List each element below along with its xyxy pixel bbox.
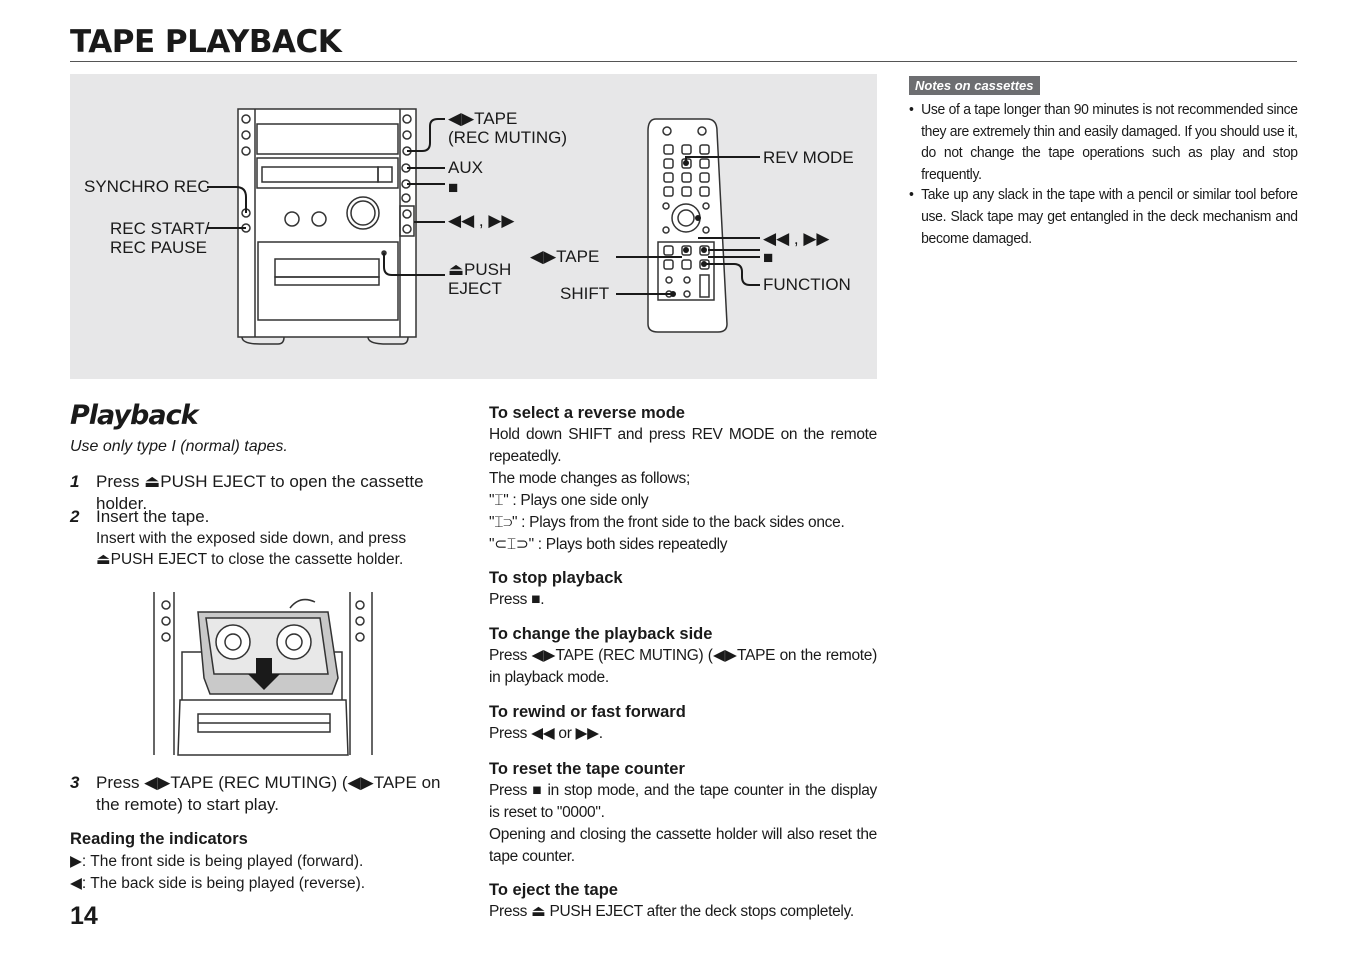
indicator-reverse: ◀: The back side is being played (revers… — [70, 875, 366, 892]
step-2: 2 Insert the tape. Insert with the expos… — [70, 506, 460, 570]
label-tape-rec-muting: ◀▶TAPE(REC MUTING) — [448, 109, 567, 147]
label-rev-mode: REV MODE — [763, 148, 854, 167]
stop-section: To stop playback Press ■. — [489, 567, 877, 611]
reset-counter-heading: To reset the tape counter — [489, 760, 685, 778]
stop-text: Press ■. — [489, 591, 545, 608]
label-rec-start-pause: REC START/REC PAUSE — [110, 219, 210, 257]
reverse-mode-2: "⌶⊃" : Plays from the front side to the … — [489, 514, 845, 531]
step-number: 3 — [70, 773, 80, 792]
reverse-mode-changes: The mode changes as follows; — [489, 470, 690, 487]
reverse-mode-heading: To select a reverse mode — [489, 404, 685, 422]
page-title: TAPE PLAYBACK — [70, 24, 342, 60]
label-remote-stop: ■ — [763, 248, 774, 267]
label-remote-rew-ff: ◀◀ , ▶▶ — [763, 229, 830, 248]
eject-heading: To eject the tape — [489, 881, 618, 899]
step-text: Press ⏏PUSH EJECT to open the cassette h… — [96, 472, 424, 513]
step-number: 2 — [70, 507, 80, 526]
step-number: 1 — [70, 472, 80, 491]
main-unit — [237, 108, 417, 338]
label-remote-tape: ◀▶TAPE — [530, 247, 600, 266]
label-stop: ■ — [448, 178, 459, 197]
label-rew-ff: ◀◀ , ▶▶ — [448, 211, 515, 230]
rewind-section: To rewind or fast forward Press ◀◀ or ▶▶… — [489, 701, 877, 745]
rewind-text: Press ◀◀ or ▶▶. — [489, 725, 603, 742]
cassette-insert-illustration — [153, 592, 373, 756]
reverse-mode-1: "⌶" : Plays one side only — [489, 492, 649, 509]
reset-counter-note: Opening and closing the cassette holder … — [489, 826, 877, 865]
step-text: Insert the tape. — [96, 507, 210, 526]
insert-arrow — [248, 658, 280, 690]
reverse-mode-3: "⊂⌶⊃" : Plays both sides repeatedly — [489, 536, 728, 553]
label-synchro-rec: SYNCHRO REC — [84, 177, 210, 196]
change-side-heading: To change the playback side — [489, 625, 713, 643]
label-shift: SHIFT — [560, 284, 610, 303]
change-side-text: Press ◀▶TAPE (REC MUTING) (◀▶TAPE on the… — [489, 647, 877, 686]
section-title: Playback — [70, 400, 199, 431]
step-detail: Insert with the exposed side down, and p… — [96, 530, 407, 568]
eject-section: To eject the tape Press ⏏ PUSH EJECT aft… — [489, 879, 877, 923]
change-side-section: To change the playback side Press ◀▶TAPE… — [489, 623, 877, 689]
rewind-heading: To rewind or fast forward — [489, 703, 686, 721]
section-subtitle: Use only type I (normal) tapes. — [70, 438, 288, 455]
reverse-mode-text: Hold down SHIFT and press REV MODE on th… — [489, 426, 877, 465]
notes-list: Use of a tape longer than 90 minutes is … — [909, 99, 1298, 249]
eject-text: Press ⏏ PUSH EJECT after the deck stops … — [489, 903, 854, 920]
indicators-title: Reading the indicators — [70, 830, 248, 848]
title-rule — [70, 61, 1297, 62]
step-3: 3 Press ◀▶TAPE (REC MUTING) (◀▶TAPE on t… — [70, 772, 460, 816]
stop-heading: To stop playback — [489, 569, 623, 587]
device-illustration — [207, 108, 760, 345]
reverse-mode-section: To select a reverse mode Hold down SHIFT… — [489, 402, 877, 556]
indicator-forward: ▶: The front side is being played (forwa… — [70, 853, 364, 870]
step-text: Press ◀▶TAPE (REC MUTING) (◀▶TAPE on the… — [96, 773, 441, 814]
notes-tag: Notes on cassettes — [909, 76, 1040, 95]
step-1: 1 Press ⏏PUSH EJECT to open the cassette… — [70, 471, 460, 515]
page-number: 14 — [70, 902, 98, 930]
note-item: Use of a tape longer than 90 minutes is … — [909, 99, 1298, 185]
reset-counter-section: To reset the tape counter Press ■ in sto… — [489, 758, 877, 868]
reset-counter-text: Press ■ in stop mode, and the tape count… — [489, 782, 877, 821]
label-aux: AUX — [448, 158, 483, 177]
label-function: FUNCTION — [763, 275, 851, 294]
note-item: Take up any slack in the tape with a pen… — [909, 184, 1298, 249]
